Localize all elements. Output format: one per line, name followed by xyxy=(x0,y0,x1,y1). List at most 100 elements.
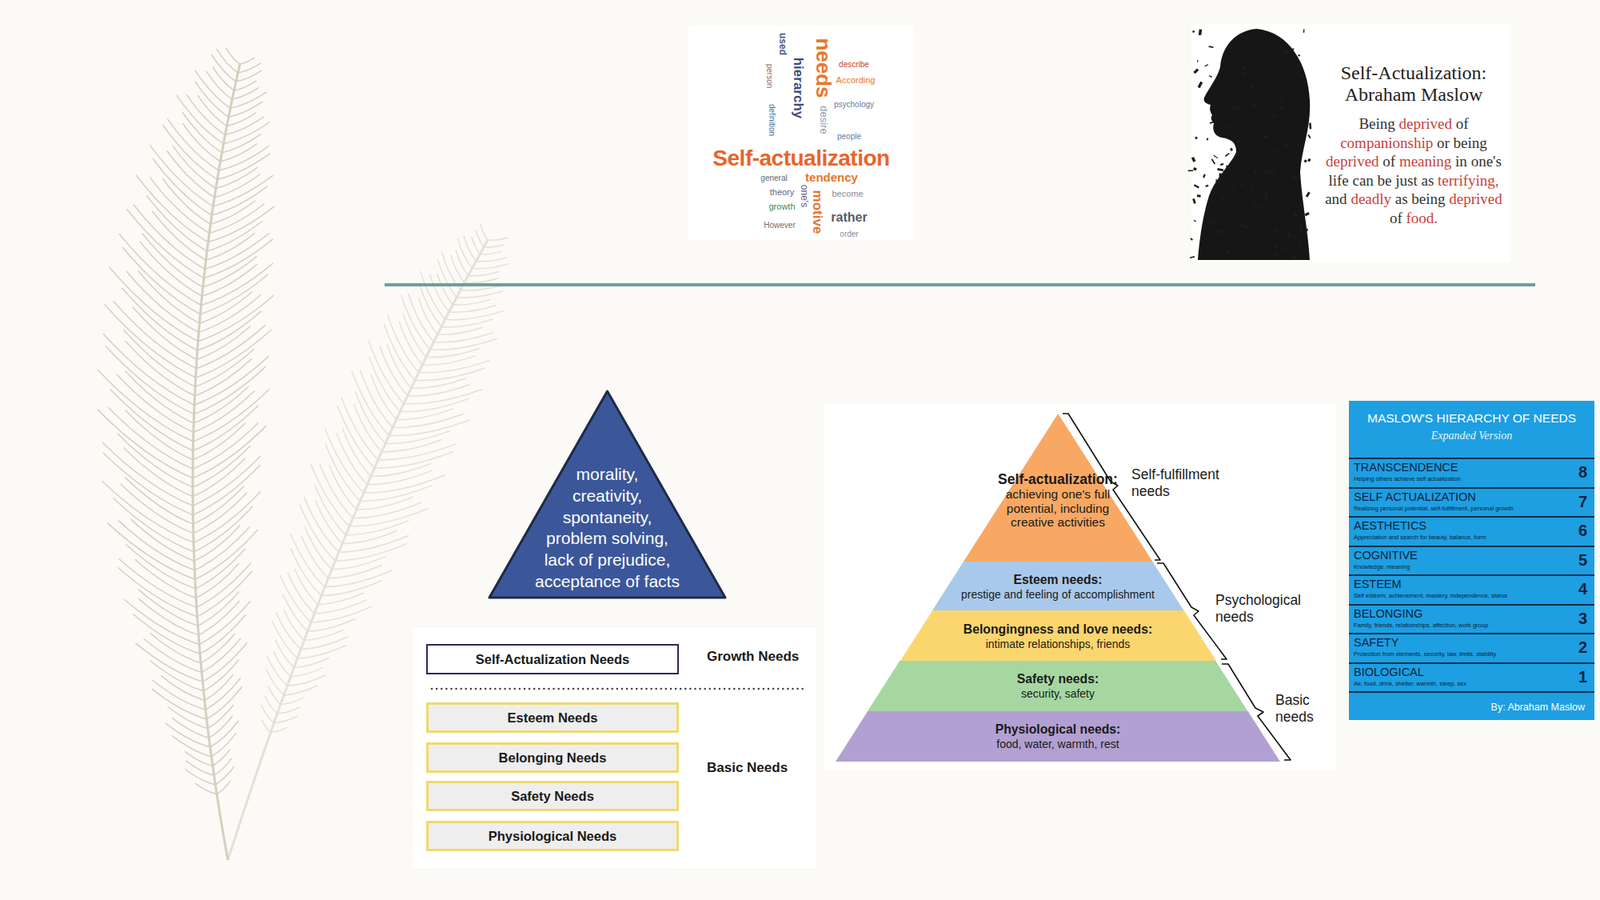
text-holder: By: Abraham Maslow xyxy=(1491,701,1585,713)
word-cloud-word: hierarchy xyxy=(790,57,806,120)
fragment xyxy=(1275,208,1278,211)
fragment xyxy=(1206,138,1209,141)
highlight-word: terrifying, xyxy=(1437,171,1500,189)
text-holder: 3 xyxy=(1578,609,1588,628)
text-holder: Physiological needs:food, water, warmth,… xyxy=(835,721,1281,751)
word-cloud-word: According xyxy=(836,75,876,85)
fragment xyxy=(1252,125,1256,132)
fragment xyxy=(1307,158,1312,163)
box-text: Physiological Needs xyxy=(488,828,617,844)
fragment xyxy=(1198,29,1202,36)
box-text: Belonging Needs xyxy=(498,750,607,766)
fragment xyxy=(1215,91,1221,96)
label-holder: Growth Needs xyxy=(706,649,799,665)
fragment xyxy=(1291,255,1297,260)
row-number: 7 xyxy=(1578,492,1588,511)
word-cloud-word: rather xyxy=(830,210,867,225)
row-title: BELONGING xyxy=(1353,606,1423,620)
fragment xyxy=(1243,124,1247,129)
text-holder: TRANSCENDENCE xyxy=(1353,460,1459,474)
fragment xyxy=(1292,234,1298,240)
fragment xyxy=(1241,56,1245,60)
label-holder: According xyxy=(836,75,876,85)
fragment xyxy=(1227,95,1231,97)
word-cloud-word: become xyxy=(831,188,863,199)
band-fill xyxy=(963,413,1153,562)
fragment xyxy=(1295,71,1299,76)
label-holder: growth xyxy=(768,201,795,212)
label-holder: However xyxy=(763,220,795,230)
label-holder: Being deprived of companionship or being… xyxy=(1319,114,1509,228)
fragment xyxy=(1216,179,1218,184)
fragment xyxy=(1232,184,1235,189)
word-cloud-title: Self-actualization xyxy=(712,146,890,172)
band-fill xyxy=(867,660,1248,711)
label-holder: Self-actualization xyxy=(712,146,890,172)
text-holder: SELF ACTUALIZATION xyxy=(1353,490,1477,503)
fragment xyxy=(1279,46,1283,51)
highlight-word: deadly xyxy=(1350,190,1392,208)
chart-row: TRANSCENDENCEHelping others achieve self… xyxy=(1348,457,1595,487)
fragment xyxy=(1276,140,1279,144)
text-holder: BIOLOGICAL xyxy=(1353,665,1425,679)
word-cloud-word: theory xyxy=(770,187,795,197)
row-description: Self esteem, achievement, mastery, indep… xyxy=(1353,591,1508,599)
fragment xyxy=(1240,183,1245,187)
label-holder: describe xyxy=(838,59,870,69)
text-holder: 2 xyxy=(1578,638,1588,657)
fragment xyxy=(1197,194,1201,198)
fragment xyxy=(1298,239,1301,245)
fragment xyxy=(1286,218,1289,221)
row-title: TRANSCENDENCE xyxy=(1353,460,1459,474)
text-holder: Self esteem, achievement, mastery, indep… xyxy=(1353,591,1508,599)
fragment xyxy=(1240,222,1245,228)
fragment xyxy=(1192,198,1197,204)
silhouette-fragments xyxy=(1188,28,1312,260)
word-cloud-word: person xyxy=(765,63,775,89)
row-number: 2 xyxy=(1578,638,1588,657)
text-holder: morality, creativity, spontaneity, probl… xyxy=(487,463,727,593)
text-holder: 7 xyxy=(1578,492,1588,511)
fragment xyxy=(1222,125,1229,128)
fragment xyxy=(1211,158,1216,164)
text-line: acceptance of facts xyxy=(487,570,727,593)
fragment xyxy=(1231,184,1235,188)
highlight-word: deprived xyxy=(1399,115,1453,132)
fragment xyxy=(1218,178,1221,181)
fragment xyxy=(1280,96,1285,103)
fragment xyxy=(1276,68,1279,74)
fragment xyxy=(1299,225,1305,232)
text-holder: Belongingness and love needs:intimate re… xyxy=(900,621,1217,651)
fragment xyxy=(1253,169,1257,175)
fragment xyxy=(1207,222,1213,226)
row-title: COGNITIVE xyxy=(1353,548,1418,562)
fragment xyxy=(1197,81,1204,88)
divider-line xyxy=(384,283,1536,287)
fragment xyxy=(1297,54,1301,57)
band-shape xyxy=(835,710,1281,762)
fragment xyxy=(1272,83,1277,88)
fragment xyxy=(1284,141,1290,148)
pyramid-band: Physiological needs:food, water, warmth,… xyxy=(835,710,1281,762)
fragment xyxy=(1193,167,1198,171)
fragment xyxy=(1229,147,1233,152)
chart-row: COGNITIVEKnowledge, meaning5 xyxy=(1348,545,1595,575)
fragment xyxy=(1220,163,1224,166)
fragment xyxy=(1192,30,1195,33)
fragment xyxy=(1292,215,1297,219)
band-fill xyxy=(932,561,1184,611)
fragment xyxy=(1248,183,1254,189)
fragment xyxy=(1264,193,1269,200)
text-holder: ESTEEM xyxy=(1353,577,1402,591)
fragment xyxy=(1209,121,1214,124)
text-holder: Realizing personal potential, self-fulfi… xyxy=(1353,504,1514,512)
label-holder: order xyxy=(839,229,858,239)
pyramid-band: Belongingness and love needs:intimate re… xyxy=(900,610,1217,661)
fragment xyxy=(1218,172,1221,177)
label-holder: Basic Needs xyxy=(706,760,788,776)
text-holder: Helping others achieve self actualizatio… xyxy=(1353,474,1461,483)
row-title: SAFETY xyxy=(1353,635,1399,649)
text-holder: Safety needs:security, safety xyxy=(867,670,1248,701)
row-title: BIOLOGICAL xyxy=(1353,665,1425,679)
fragment xyxy=(1225,249,1231,256)
